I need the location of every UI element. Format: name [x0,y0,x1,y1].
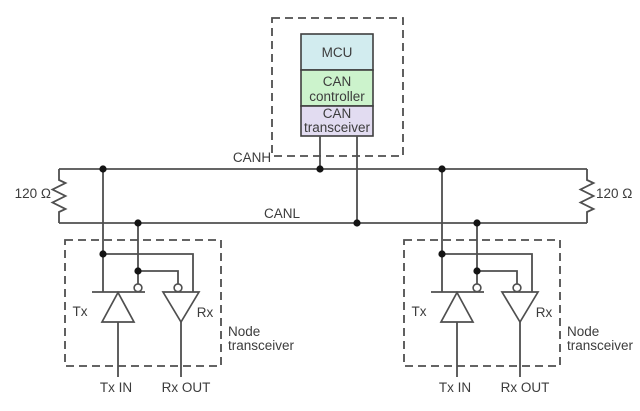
mcu-node-group: MCU CAN controller CAN transceiver [271,17,404,223]
termination-resistor-right-symbol [578,169,596,223]
resistor-left-label: 120 Ω [15,186,51,201]
node-name-line1: Node [567,324,599,339]
canl-label: CANL [264,206,301,221]
can-transceiver-label-line1: CAN [323,106,352,121]
tx-label: Tx [73,304,88,319]
rx-receiver-triangle-icon [500,291,540,324]
junction-dot-tx-rx-branch-l [134,267,142,275]
can-controller-label-line2: controller [309,89,365,104]
tx-label: Tx [412,304,427,319]
tx-in-label: Tx IN [439,380,471,395]
rx-out-label: Rx OUT [501,380,550,395]
canl-to-rx-wire [138,270,179,284]
mcu-label: MCU [322,45,353,60]
resistor-right-label: 120 Ω [596,186,632,201]
rx-receiver-triangle-icon [161,291,201,324]
canh-label: CANH [233,150,271,165]
inverter-bubble-tx-icon [133,283,143,293]
can-controller-label-line1: CAN [323,74,352,89]
junction-dot-tx-rx-branch-h [438,250,446,258]
rx-label: Rx [197,305,214,320]
junction-dot-tx-rx-branch-l [473,267,481,275]
junction-dot-canl-tap [473,219,481,227]
bus-group: CANH CANL 120 Ω 120 Ω [15,150,632,227]
tx-driver-triangle-icon [439,290,475,323]
junction-dot-canh-tap [99,165,107,173]
node-dashed-outline [64,239,222,367]
canl-to-rx-wire [477,270,518,284]
node-transceiver-left: Tx Rx Tx IN Rx OUT Node transceiver [64,165,295,395]
inverter-bubble-rx-icon [512,283,522,293]
node-name-line1: Node [228,324,260,339]
rx-out-label: Rx OUT [162,380,211,395]
node-name-line2: transceiver [567,338,634,353]
termination-resistor-left-symbol [50,169,68,223]
tx-in-label: Tx IN [100,380,132,395]
tx-driver-triangle-icon [100,290,136,323]
can-controller-box [300,69,374,107]
node-dashed-outline [403,239,561,367]
mcu-node-dashed-outline [271,17,404,157]
junction-dot-mcu-canl [353,219,361,227]
junction-dot-canl-tap [134,219,142,227]
inverter-bubble-tx-icon [472,283,482,293]
rx-label: Rx [536,305,553,320]
junction-dot-tx-rx-branch-h [99,250,107,258]
canh-to-rx-wire [442,253,533,292]
canh-to-rx-wire [103,253,194,292]
node-transceiver-right: Tx Rx Tx IN Rx OUT Node transceiver [403,165,634,395]
junction-dot-canh-tap [438,165,446,173]
can-transceiver-box [300,105,374,137]
node-name-line2: transceiver [228,338,295,353]
junction-dot-mcu-canh [316,165,324,173]
can-transceiver-label-line2: transceiver [304,120,371,135]
inverter-bubble-rx-icon [173,283,183,293]
